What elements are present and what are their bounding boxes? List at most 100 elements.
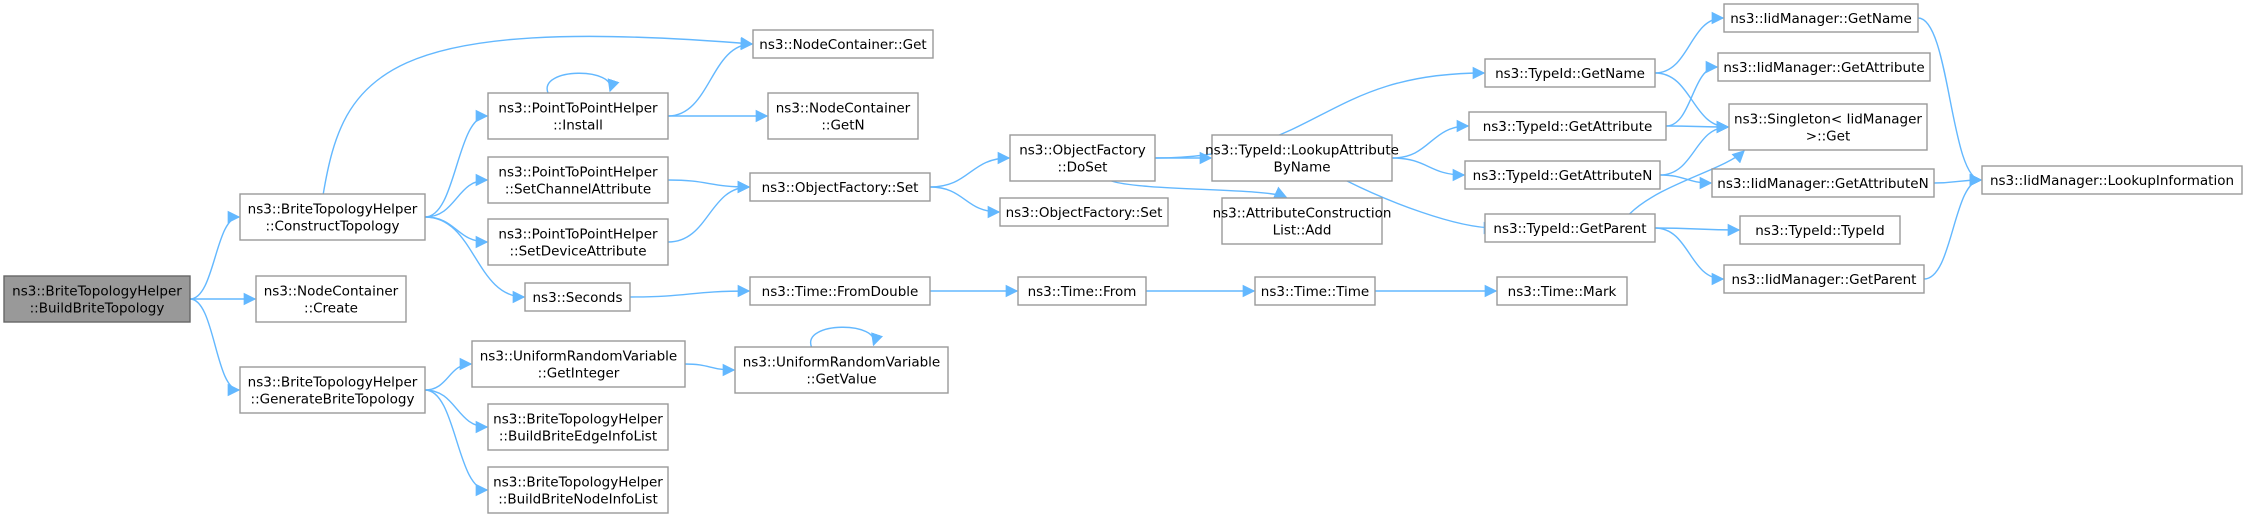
edge-root-to-generate: [189, 298, 241, 397]
node-bt-node[interactable]: ns3::BriteTopologyHelper::BuildBriteNode…: [487, 466, 669, 514]
node-label-line: ::BuildBriteTopology: [30, 301, 165, 317]
node-box: [3, 275, 191, 323]
node-label-line: ::SetChannelAttribute: [505, 182, 651, 198]
node-box: [487, 403, 669, 451]
node-construct[interactable]: ns3::BriteTopologyHelper::ConstructTopol…: [239, 193, 426, 241]
node-box: [767, 92, 919, 140]
node-nc-getn[interactable]: ns3::NodeContainer::GetN: [767, 92, 919, 140]
node-iid-lookupinfo[interactable]: ns3::IidManager::LookupInformation: [1981, 165, 2243, 195]
edge-generate-to-bt_node: [424, 389, 489, 497]
node-root[interactable]: ns3::BriteTopologyHelper::BuildBriteTopo…: [3, 275, 191, 323]
edge-seconds-to-time_fromdouble: [629, 284, 751, 298]
node-time-from[interactable]: ns3::Time::From: [1017, 276, 1147, 306]
node-label-line: ns3::TypeId::LookupAttribute: [1205, 143, 1399, 159]
node-tid-typeid[interactable]: ns3::TypeId::TypeId: [1739, 215, 1901, 245]
node-box: [749, 276, 931, 306]
edge-urv_getint-to-urv_getvalue: [684, 363, 736, 377]
edge-tid_getparent-to-tid_typeid: [1654, 223, 1741, 237]
edge-p2p_install-to-nc_get: [667, 37, 754, 117]
node-nc-get[interactable]: ns3::NodeContainer::Get: [752, 29, 934, 59]
node-label-line: ns3::ObjectFactory::Set: [762, 180, 919, 196]
node-box: [1221, 197, 1383, 245]
node-label-line: ns3::NodeContainer: [264, 284, 399, 300]
node-box: [1484, 58, 1656, 88]
node-iid-getname[interactable]: ns3::IidManager::GetName: [1723, 3, 1919, 33]
node-box: [1723, 3, 1919, 33]
node-of-doset[interactable]: ns3::ObjectFactory::DoSet: [1009, 134, 1156, 182]
node-seconds[interactable]: ns3::Seconds: [524, 282, 631, 312]
node-label-line: ns3::IidManager::GetAttributeN: [1717, 176, 1928, 192]
node-label-line: ns3::BriteTopologyHelper: [248, 202, 418, 218]
node-label-line: ::ConstructTopology: [265, 219, 399, 235]
node-p2p-setchan[interactable]: ns3::PointToPointHelper::SetChannelAttri…: [487, 156, 669, 204]
node-label-line: ns3::PointToPointHelper: [498, 227, 658, 243]
edge-of_set-to-of_doset: [929, 151, 1011, 188]
node-label-line: ByName: [1273, 160, 1330, 176]
node-box: [487, 218, 669, 266]
node-box: [1739, 215, 1901, 245]
node-time-time[interactable]: ns3::Time::Time: [1254, 276, 1376, 306]
node-tid-getparent[interactable]: ns3::TypeId::GetParent: [1484, 213, 1656, 243]
node-label-line: ns3::BriteTopologyHelper: [493, 475, 663, 491]
node-p2p-setdev[interactable]: ns3::PointToPointHelper::SetDeviceAttrib…: [487, 218, 669, 266]
node-label-line: ::GetN: [821, 118, 864, 134]
edge-tid_lookupattr-to-tid_getattr: [1391, 119, 1470, 159]
node-label-line: ns3::UniformRandomVariable: [743, 355, 941, 371]
node-label-line: ns3::TypeId::GetAttributeN: [1473, 168, 1653, 184]
node-label-line: ::GenerateBriteTopology: [251, 392, 415, 408]
edges-layer: [189, 11, 1983, 497]
node-iid-getparent[interactable]: ns3::IidManager::GetParent: [1723, 264, 1925, 294]
node-time-mark[interactable]: ns3::Time::Mark: [1496, 276, 1628, 306]
node-of-set[interactable]: ns3::ObjectFactory::Set: [749, 172, 931, 202]
node-label-line: ::Create: [304, 301, 358, 317]
node-generate[interactable]: ns3::BriteTopologyHelper::GenerateBriteT…: [239, 366, 426, 414]
node-of-set2[interactable]: ns3::ObjectFactory::Set: [999, 197, 1169, 227]
edge-tid_getattrn-to-iid_getattrn: [1659, 174, 1713, 190]
node-tid-getattr[interactable]: ns3::TypeId::GetAttribute: [1468, 111, 1667, 141]
edge-generate-to-urv_getint: [424, 357, 473, 391]
node-p2p-install[interactable]: ns3::PointToPointHelper::Install: [487, 92, 669, 140]
node-label-line: ns3::ObjectFactory::Set: [1006, 205, 1163, 221]
node-label-line: ns3::Seconds: [533, 290, 623, 306]
node-box: [239, 366, 426, 414]
node-box: [734, 346, 949, 394]
node-urv-getint[interactable]: ns3::UniformRandomVariable::GetInteger: [471, 340, 686, 388]
node-box: [752, 29, 934, 59]
node-label-line: ns3::NodeContainer: [776, 101, 911, 117]
node-box: [1468, 111, 1667, 141]
node-label-line: ns3::BriteTopologyHelper: [493, 412, 663, 428]
node-label-line: ::SetDeviceAttribute: [509, 244, 646, 260]
node-tid-getattrn[interactable]: ns3::TypeId::GetAttributeN: [1464, 160, 1661, 190]
edge-of_set-to-of_set2: [929, 186, 1001, 219]
node-iid-getattr[interactable]: ns3::IidManager::GetAttribute: [1717, 52, 1931, 82]
node-box: [1723, 264, 1925, 294]
node-label-line: ns3::TypeId::GetAttribute: [1483, 119, 1653, 135]
node-singleton-get[interactable]: ns3::Singleton< IidManager >::Get: [1728, 103, 1928, 151]
node-label-line: ns3::TypeId::GetParent: [1493, 221, 1646, 237]
node-label-line: ns3::Time::FromDouble: [762, 284, 919, 300]
edge-tid_getattrn-to-singleton_get: [1659, 120, 1730, 176]
node-box: [1211, 134, 1393, 182]
node-box: [255, 275, 407, 323]
node-box: [1009, 134, 1156, 182]
edge-of_doset-to-acl_add: [1111, 180, 1288, 199]
node-urv-getvalue[interactable]: ns3::UniformRandomVariable::GetValue: [734, 346, 949, 394]
edge-iid_getparent-to-iid_lookupinfo: [1923, 173, 1983, 280]
node-label-line: ::GetValue: [806, 372, 876, 388]
node-label-line: ns3::Time::Mark: [1508, 284, 1617, 300]
edge-p2p_install-to-p2p_install: [546, 72, 620, 94]
node-nc-create[interactable]: ns3::NodeContainer::Create: [255, 275, 407, 323]
node-time-fromdouble[interactable]: ns3::Time::FromDouble: [749, 276, 931, 306]
node-label-line: ns3::PointToPointHelper: [498, 165, 658, 181]
node-tid-getname[interactable]: ns3::TypeId::GetName: [1484, 58, 1656, 88]
node-label-line: ::Install: [553, 118, 603, 134]
node-bt-edge[interactable]: ns3::BriteTopologyHelper::BuildBriteEdge…: [487, 403, 669, 451]
node-box: [1464, 160, 1661, 190]
node-iid-getattrn[interactable]: ns3::IidManager::GetAttributeN: [1711, 168, 1935, 198]
node-label-line: ns3::BriteTopologyHelper: [248, 375, 418, 391]
node-label-line: ns3::BriteTopologyHelper: [12, 284, 182, 300]
node-label-line: ns3::Singleton< IidManager: [1734, 112, 1922, 128]
node-label-line: List::Add: [1273, 223, 1332, 239]
